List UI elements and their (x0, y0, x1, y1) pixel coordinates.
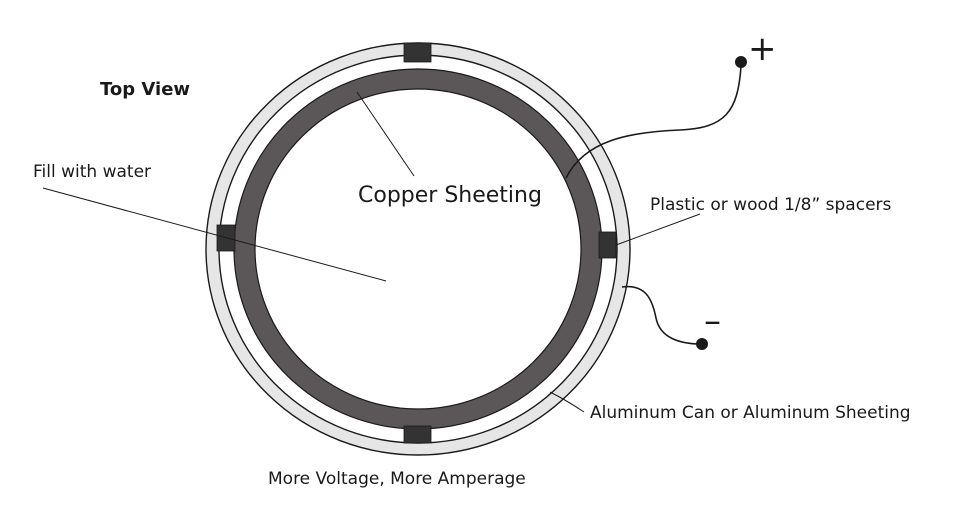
leader-fill-water (42, 187, 387, 282)
copper-ring-inner-edge (254, 88, 582, 410)
positive-terminal-dot (735, 56, 747, 68)
negative-terminal-dot (696, 338, 708, 350)
negative-wire (621, 285, 702, 345)
spacer-right (598, 231, 617, 259)
positive-symbol: + (748, 29, 777, 69)
leader-aluminum (549, 391, 585, 413)
negative-symbol: – (704, 301, 721, 341)
copper-sheeting-label: Copper Sheeting (358, 183, 542, 208)
leader-spacers (615, 213, 701, 246)
fill-with-water-label: Fill with water (33, 162, 151, 182)
spacers-label: Plastic or wood 1/8” spacers (650, 195, 892, 215)
leader-copper (356, 91, 415, 177)
spacer-bottom (403, 425, 432, 444)
aluminum-label: Aluminum Can or Aluminum Sheeting (590, 403, 911, 423)
top-view-label: Top View (100, 79, 190, 100)
bottom-caption: More Voltage, More Amperage (268, 469, 526, 489)
spacer-top (403, 42, 432, 63)
positive-wire (565, 65, 742, 179)
